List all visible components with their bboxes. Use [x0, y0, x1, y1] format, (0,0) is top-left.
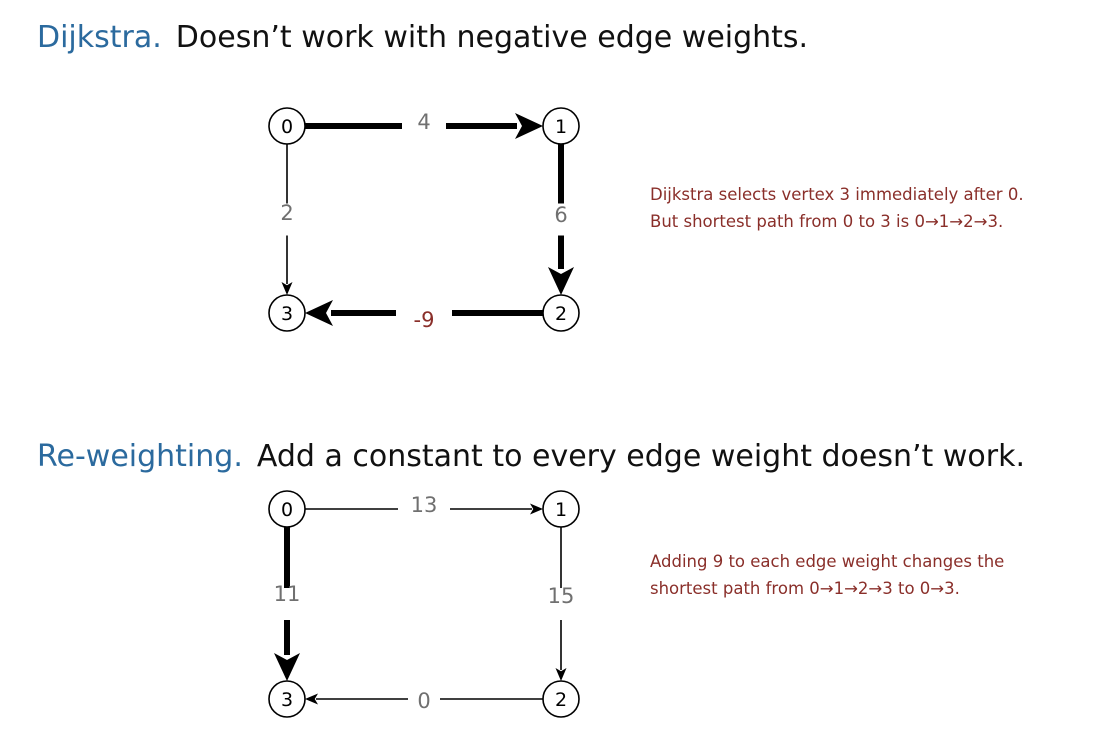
edge-weight-label: 0 [417, 689, 430, 713]
vertex-1-label: 1 [555, 116, 567, 138]
note-line: shortest path from 0→1→2→3 to 0→3. [650, 579, 960, 598]
vertex-3-circle [268, 294, 306, 332]
vertex-3-circle [268, 680, 306, 718]
headline-reweighting: Re-weighting. Add a constant to every edg… [37, 439, 1025, 474]
vertex-3-label: 3 [281, 689, 293, 711]
edge-weight-label: 6 [554, 203, 567, 227]
edge-0-1-arrowhead [530, 503, 543, 515]
edge-0-1-arrowhead [515, 113, 543, 139]
edge-weight-label: 11 [274, 582, 301, 606]
vertex-0-circle [268, 490, 306, 528]
note-dijkstra: Dijkstra selects vertex 3 immediately af… [650, 181, 1024, 235]
vertex-0-circle [268, 107, 306, 145]
headline-text: Add a constant to every edge weight does… [256, 439, 1025, 474]
edge-0-3-arrowhead [281, 282, 293, 295]
edge-weight-label: 4 [417, 110, 430, 134]
vertex-2-circle [542, 294, 580, 332]
note-line: Adding 9 to each edge weight changes the [650, 552, 1005, 571]
vertex-2-label: 2 [555, 689, 567, 711]
edge-weight-label: -9 [414, 308, 435, 332]
edge-weight-label: 15 [548, 584, 575, 608]
edge-1-2-arrowhead [555, 668, 567, 681]
edge-weight-label: 13 [411, 493, 438, 517]
vertex-1-circle [542, 490, 580, 528]
headline-dijkstra: Dijkstra. Doesn’t work with negative edge… [37, 20, 808, 55]
vertex-0-label: 0 [281, 116, 293, 138]
vertex-2-circle [542, 680, 580, 718]
note-line: But shortest path from 0 to 3 is 0→1→2→3… [650, 212, 1004, 231]
vertex-3-label: 3 [281, 303, 293, 325]
edge-2-3-arrowhead [305, 300, 333, 326]
note-reweighting: Adding 9 to each edge weight changes the… [650, 548, 1004, 602]
note-line: Dijkstra selects vertex 3 immediately af… [650, 185, 1024, 204]
headline-text: Doesn’t work with negative edge weights. [175, 20, 809, 55]
headline-term: Re-weighting. [37, 439, 243, 474]
headline-term: Dijkstra. [37, 20, 162, 55]
vertex-1-circle [542, 107, 580, 145]
vertex-0-label: 0 [281, 499, 293, 521]
edge-weight-label: 2 [280, 201, 293, 225]
edge-1-2-arrowhead [548, 267, 574, 295]
edge-2-3-arrowhead [305, 693, 318, 705]
vertex-2-label: 2 [555, 303, 567, 325]
vertex-1-label: 1 [555, 499, 567, 521]
edge-0-3-arrowhead [274, 653, 300, 681]
